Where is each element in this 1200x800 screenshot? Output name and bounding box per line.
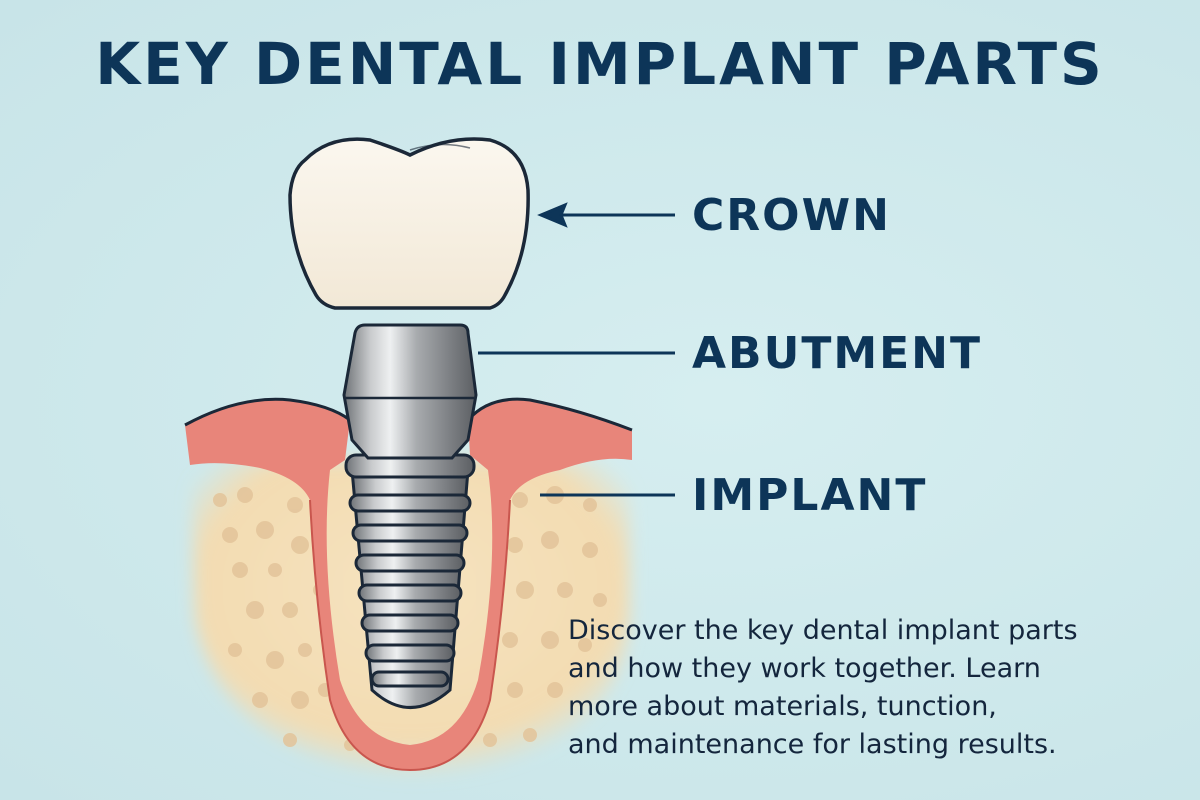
label-implant: IMPLANT: [692, 470, 928, 521]
implant-screw: [344, 453, 476, 709]
description-line: and maintenance for lasting results.: [568, 729, 1057, 760]
crown-arrow-head: [537, 202, 568, 228]
gum-tissue: [184, 397, 633, 772]
description-paragraph: Discover the key dental implant parts an…: [568, 612, 1188, 764]
description-line: Discover the key dental implant parts: [568, 615, 1078, 646]
label-abutment: ABUTMENT: [692, 328, 983, 379]
leader-lines: [478, 202, 675, 497]
description-line: more about materials, tunction,: [568, 691, 997, 722]
description-line: and how they work together. Learn: [568, 653, 1041, 684]
abutment: [342, 323, 478, 460]
page-title: KEY DENTAL IMPLANT PARTS: [95, 30, 1105, 98]
crown: [288, 137, 530, 310]
label-crown: CROWN: [692, 190, 891, 241]
